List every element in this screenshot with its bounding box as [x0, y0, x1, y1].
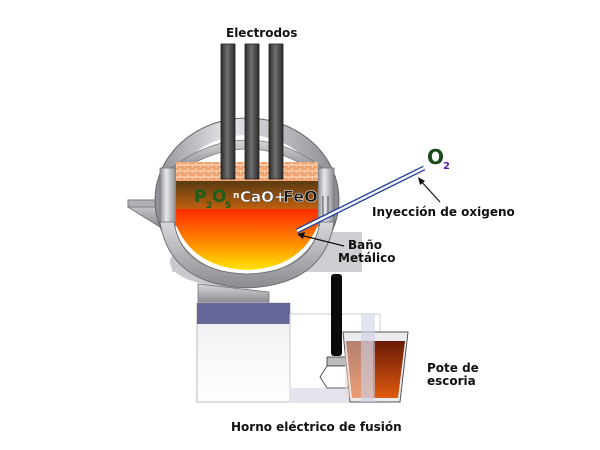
electrode-2 [244, 43, 260, 180]
left-wall [159, 167, 177, 227]
oxygen-injection-label: Inyección de oxigeno [372, 205, 515, 219]
piston-head [326, 356, 348, 367]
metal-bath-label-1: Baño [348, 238, 382, 252]
slag-pot-label-2: escoria [427, 374, 476, 388]
support-post [361, 314, 375, 402]
oxygen-subscript: 2 [443, 161, 450, 172]
formula-cao: CaO+ [240, 188, 286, 206]
slag-layer [176, 181, 318, 209]
formula-n: n [233, 191, 239, 201]
electrodes-label: Electrodos [226, 26, 297, 40]
base-cabinet-top [197, 303, 290, 324]
diagram-title: Horno eléctrico de fusión [231, 420, 402, 434]
electrode-1 [220, 43, 236, 180]
hydraulic-piston [331, 274, 342, 356]
formula-o-sub: 5 [225, 201, 231, 211]
formula-p-sub: 2 [206, 201, 212, 211]
furnace-bottom-shell [159, 221, 335, 289]
oxygen-lance [295, 165, 426, 234]
metal-bath [176, 209, 318, 270]
electrodes [220, 43, 284, 180]
metal-bath-arrow [297, 232, 345, 247]
formula-o: O [212, 187, 226, 207]
slag-pot-label-1: Pote de [427, 361, 479, 375]
slag-formula: P 2 O 5 n CaO+ FeO [194, 187, 318, 211]
electrode-3 [268, 43, 284, 180]
formula-feo: FeO [283, 187, 318, 206]
oxygen-symbol: O [427, 145, 444, 169]
oxygen-injection-arrow [418, 177, 441, 203]
formula-p: P [194, 187, 206, 207]
metal-bath-label-2: Metálico [338, 251, 396, 265]
